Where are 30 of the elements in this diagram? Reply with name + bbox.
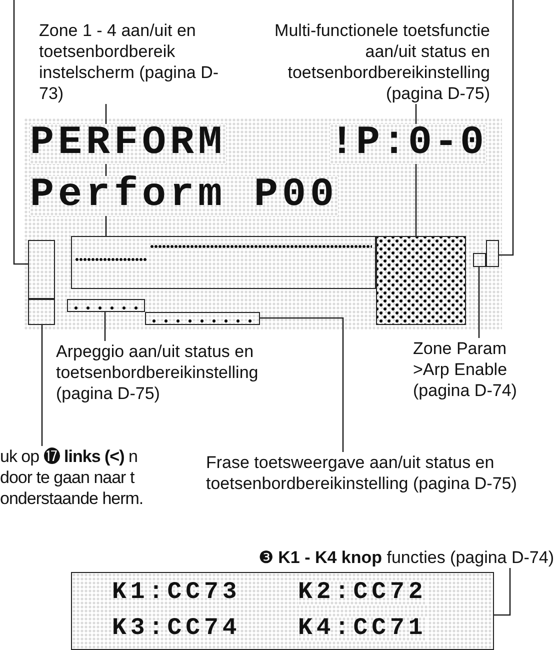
callout-text: uk op ⓱ links (<) n door te gaan naar t onderstaande herm. (0, 446, 152, 509)
leader-line (494, 568, 511, 616)
indicator-box (473, 253, 486, 267)
indicator-box (28, 299, 55, 325)
lcd-text: K2:CC72 (298, 581, 427, 605)
lcd-text: !P:0-0 (330, 124, 486, 164)
lcd-text: PERFORM (30, 124, 226, 164)
leader-line (415, 104, 417, 236)
dot-row-box (145, 312, 260, 325)
lcd-text: Perform P00 (30, 176, 338, 216)
leader-line (41, 325, 43, 446)
callout-text: Multi-functionele toetsfunctie aan/uit status en toetsenbordbereikinstelling (pagina D-75) (248, 20, 490, 104)
indicator-box (28, 240, 55, 299)
leader-line (13, 0, 28, 265)
bar-display-box (71, 236, 376, 289)
leader-line (104, 312, 106, 341)
callout-text: Frase toetsweergave aan/uit status en toetsenbordbereikinstelling (pagina D-75) (206, 452, 554, 494)
callout-text: Zone 1 - 4 aan/uit en toetsenbordbereik instelscherm (pagina D-73) (39, 20, 219, 104)
lcd-text: K4:CC71 (298, 617, 427, 641)
callout-text: Arpeggio aan/uit status en toetsenbordbereikinstelling (pagina D-75) (56, 341, 288, 404)
indicator-box (486, 240, 499, 267)
leader-line (478, 267, 480, 338)
lcd-display (24, 118, 502, 330)
leader-line (260, 317, 344, 452)
dot-grid-box (376, 236, 466, 325)
callout-text: Zone Param >Arp Enable (pagina D-74) (413, 338, 535, 401)
dot-row-box (67, 299, 145, 312)
leader-line (499, 0, 514, 256)
callout-text: ❸ K1 - K4 knop functies (pagina D-74) (150, 547, 554, 568)
lcd-display (71, 572, 494, 650)
